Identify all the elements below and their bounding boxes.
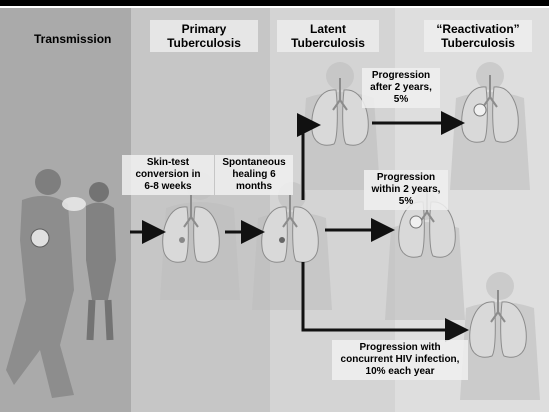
header-reactivation: “Reactivation” Tuberculosis [424, 20, 532, 52]
header-latent: Latent Tuberculosis [277, 20, 379, 52]
label-progression-after-2-years: Progression after 2 years, 5% [362, 68, 440, 108]
label-progression-within-2-years: Progression within 2 years, 5% [364, 170, 448, 210]
label-progression-hiv: Progression with concurrent HIV infectio… [332, 340, 468, 380]
mother-child-figure [6, 169, 116, 398]
label-spontaneous-healing: Spontaneous healing 6 months [215, 155, 293, 195]
header-primary: Primary Tuberculosis [150, 20, 258, 52]
label-skin-test: Skin-test conversion in 6-8 weeks [122, 155, 214, 195]
header-transmission: Transmission [30, 30, 115, 48]
